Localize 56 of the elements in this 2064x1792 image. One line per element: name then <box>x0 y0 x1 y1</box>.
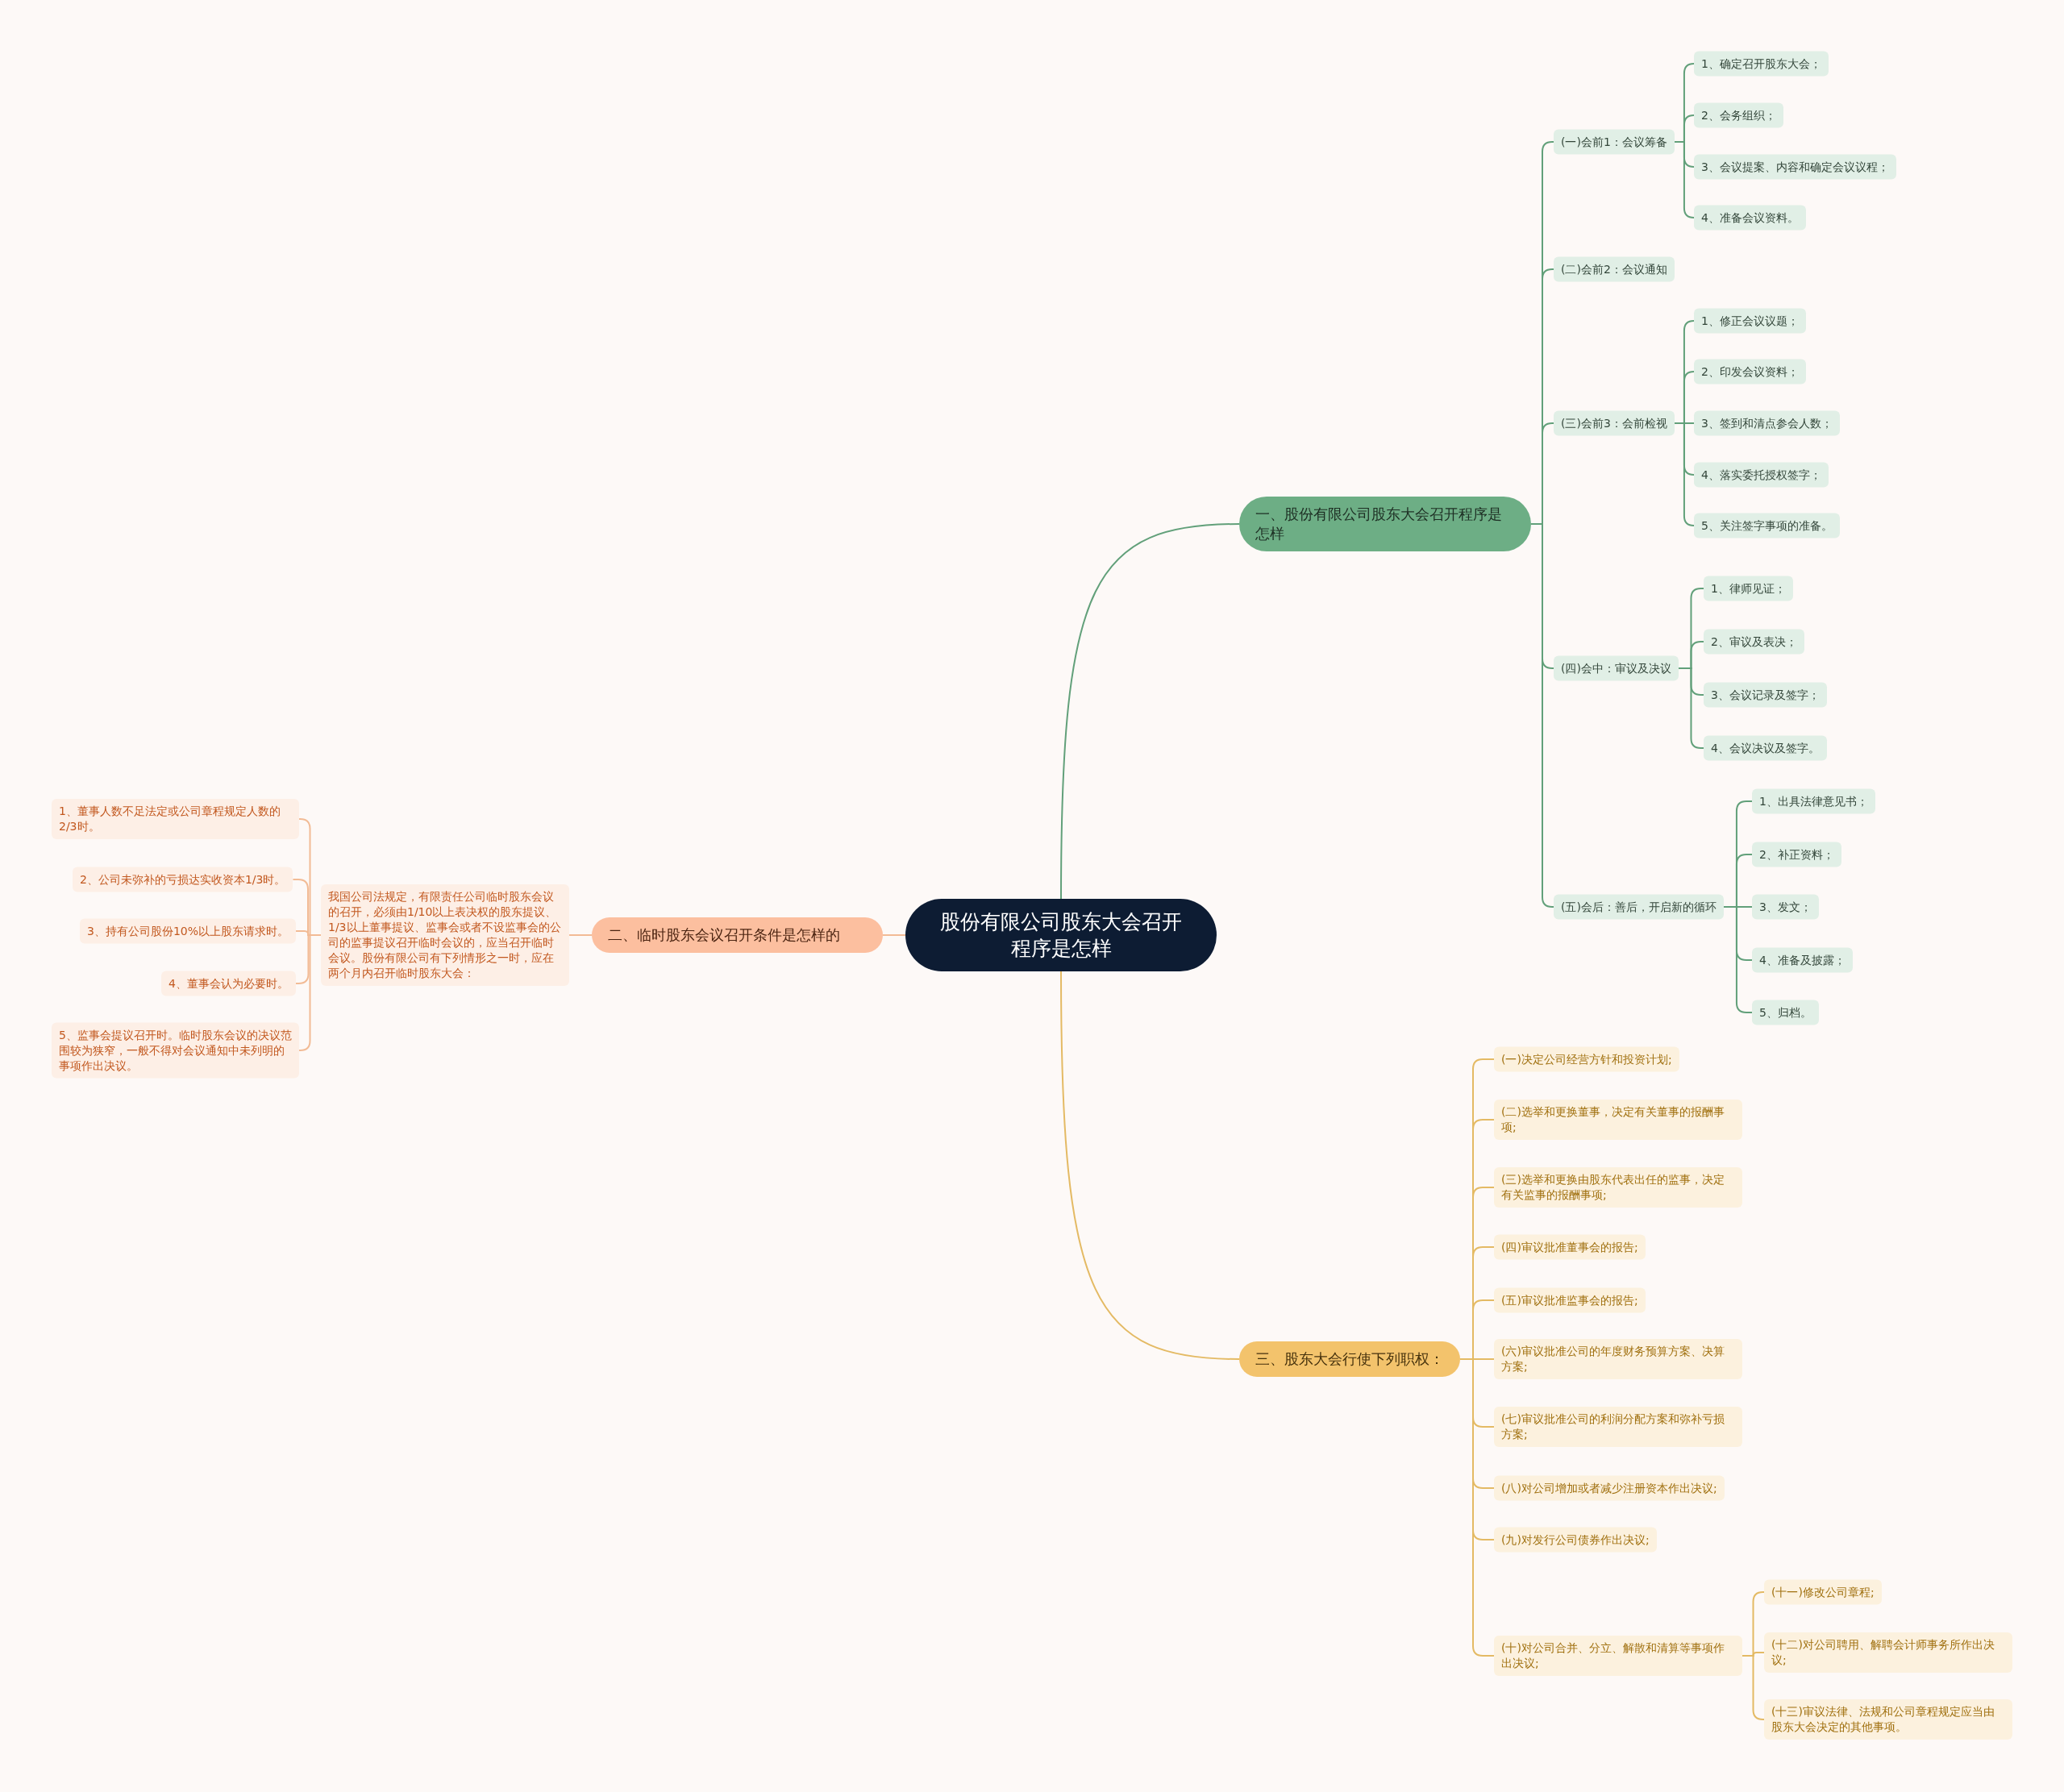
topic-box: 2、印发会议资料； <box>1694 359 1806 385</box>
topic-box: 3、会议记录及签字； <box>1704 682 1827 708</box>
topic-box: (八)对公司增加或者减少注册资本作出决议; <box>1494 1475 1725 1501</box>
topic-box: (二)选举和更换董事，决定有关董事的报酬事项; <box>1494 1100 1742 1140</box>
topic-box: 3、会议提案、内容和确定会议议程； <box>1694 154 1896 180</box>
topic-box: (七)审议批准公司的利润分配方案和弥补亏损方案; <box>1494 1407 1742 1447</box>
topic-box: 4、董事会认为必要时。 <box>161 971 296 996</box>
topic-box: 5、关注签字事项的准备。 <box>1694 513 1840 538</box>
connector-line <box>568 934 593 936</box>
topic-box: (六)审议批准公司的年度财务预算方案、决算方案; <box>1494 1339 1742 1379</box>
topic-box: (五)会后：善后，开启新的循环 <box>1554 894 1724 920</box>
topic-box: (十二)对公司聘用、解聘会计师事务所作出决议; <box>1764 1632 2012 1673</box>
topic-box: 2、会务组织； <box>1694 102 1783 128</box>
topic-box: (十一)修改公司章程; <box>1764 1579 1882 1605</box>
topic-box: (九)对发行公司债券作出决议; <box>1494 1527 1657 1553</box>
connector-line <box>1722 906 1753 1013</box>
branch-topic: 二、临时股东会议召开条件是怎样的 <box>592 917 883 953</box>
topic-box: 1、确定召开股东大会； <box>1694 51 1829 77</box>
topic-box: (四)审议批准董事会的报告; <box>1494 1234 1646 1260</box>
topic-box: (五)审议批准监事会的报告; <box>1494 1287 1646 1313</box>
topic-box: (十三)审议法律、法规和公司章程规定应当由股东大会决定的其他事项。 <box>1764 1699 2012 1740</box>
topic-box: (一)决定公司经营方针和投资计划; <box>1494 1046 1679 1072</box>
topic-box: (三)会前3：会前检视 <box>1554 410 1675 436</box>
topic-box: 3、持有公司股份10%以上股东请求时。 <box>80 918 297 944</box>
topic-box: 4、落实委托授权签字； <box>1694 462 1829 488</box>
connector-line <box>1673 422 1695 526</box>
connector-line <box>1673 141 1695 218</box>
topic-box: (四)会中：审议及决议 <box>1554 655 1679 681</box>
topic-box: 1、修正会议议题； <box>1694 308 1806 334</box>
connector-line <box>1060 971 1240 1360</box>
topic-box: (三)选举和更换由股东代表出任的监事，决定有关监事的报酬事项; <box>1494 1167 1742 1208</box>
branch-topic: 一、股份有限公司股东大会召开程序是怎样 <box>1239 497 1531 551</box>
topic-box: 2、审议及表决； <box>1704 629 1804 655</box>
connector-line <box>298 934 322 1051</box>
topic-box: 3、签到和清点参会人数； <box>1694 410 1840 436</box>
topic-box: 5、归档。 <box>1752 1000 1819 1025</box>
central-topic: 股份有限公司股东大会召开程序是怎样 <box>905 899 1217 971</box>
topic-box: 2、补正资料； <box>1752 842 1841 867</box>
topic-box: (一)会前1：会议筹备 <box>1554 129 1675 155</box>
topic-box: 1、出具法律意见书； <box>1752 788 1875 814</box>
topic-box: (二)会前2：会议通知 <box>1554 256 1675 282</box>
topic-box: (十)对公司合并、分立、解散和清算等事项作出决议; <box>1494 1636 1742 1676</box>
topic-box: 1、律师见证； <box>1704 576 1793 601</box>
topic-box: 4、准备及披露； <box>1752 947 1853 973</box>
topic-box: 2、公司未弥补的亏损达实收资本1/3时。 <box>73 867 293 892</box>
topic-box: 5、监事会提议召开时。临时股东会议的决议范围较为狭窄，一般不得对会议通知中未列明的事项作出决议。 <box>52 1022 299 1079</box>
connector-line <box>882 934 906 936</box>
connector-line <box>1677 667 1704 749</box>
connector-line <box>1060 523 1240 900</box>
topic-box: 1、董事人数不足法定或公司章程规定人数的2/3时。 <box>52 799 299 839</box>
connector-line <box>1742 1655 1765 1720</box>
topic-box: 我国公司法规定，有限责任公司临时股东会议的召开，必须由1/10以上表决权的股东提议、1/3以上董事提议、监事会或者不设监事会的公司的监事提议召开临时会议的，应当召开临时会议。股份有限公司有下列情形之一时，应在两个月内召开临时股东大会： <box>321 884 569 986</box>
topic-box: 3、发文； <box>1752 894 1819 920</box>
branch-topic: 三、股东大会行使下列职权： <box>1239 1341 1460 1377</box>
topic-box: 4、准备会议资料。 <box>1694 205 1806 231</box>
topic-box: 4、会议决议及签字。 <box>1704 735 1827 761</box>
